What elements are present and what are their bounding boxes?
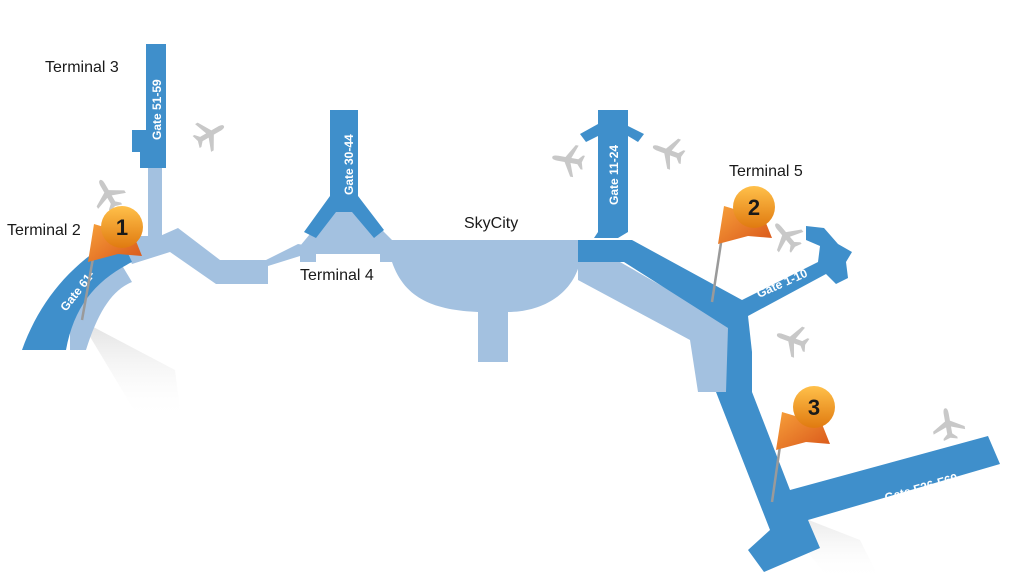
terminal-2-inner-pier: [70, 262, 132, 350]
pin-number: 3: [808, 395, 820, 420]
terminal-4-label: Terminal 4: [300, 267, 374, 284]
gate-label-11-24: Gate 11-24: [607, 145, 621, 205]
gate-30-44-pier: [304, 110, 384, 238]
skycity-label: SkyCity: [464, 215, 518, 232]
pin-ball-icon: [793, 386, 835, 428]
terminal-2-label: Terminal 2: [7, 222, 81, 239]
gate-11-24-pier: [580, 110, 644, 238]
terminal-4-building: [300, 210, 600, 362]
concourse-areas: [70, 168, 732, 392]
airplane-icon: [647, 131, 689, 173]
location-pin-1[interactable]: 1: [80, 206, 143, 321]
connector-skycity-t5: [578, 262, 732, 392]
terminal-3-label: Terminal 3: [45, 59, 119, 76]
connector-t2-t4: [120, 228, 310, 284]
gate-label-30-44: Gate 30-44: [342, 134, 356, 195]
terminal-3-stem: [148, 168, 162, 242]
pin-flag-icon: [776, 412, 830, 450]
terminal-5-label: Terminal 5: [729, 163, 803, 180]
pin-number: 2: [748, 195, 760, 220]
airplane-icon: [549, 141, 587, 179]
location-pin-2[interactable]: 2: [710, 186, 775, 303]
pin-number: 1: [116, 215, 128, 240]
pin-ball-icon: [733, 186, 775, 228]
airplane-icon: [771, 319, 813, 361]
terminal-labels: Terminal 3 Terminal 2 Terminal 4 SkyCity…: [7, 59, 803, 284]
airplane-icon: [188, 112, 232, 156]
terminal-5-pier: [578, 226, 1000, 572]
location-pin-3[interactable]: 3: [770, 386, 835, 503]
gate-piers: [22, 44, 1000, 572]
terminal-2-pier: [22, 236, 132, 350]
airplane-icon: [929, 405, 967, 443]
gate-51-59-pier: [132, 44, 166, 168]
pin-ball-icon: [101, 206, 143, 248]
gate-label-51-59: Gate 51-59: [150, 79, 164, 140]
